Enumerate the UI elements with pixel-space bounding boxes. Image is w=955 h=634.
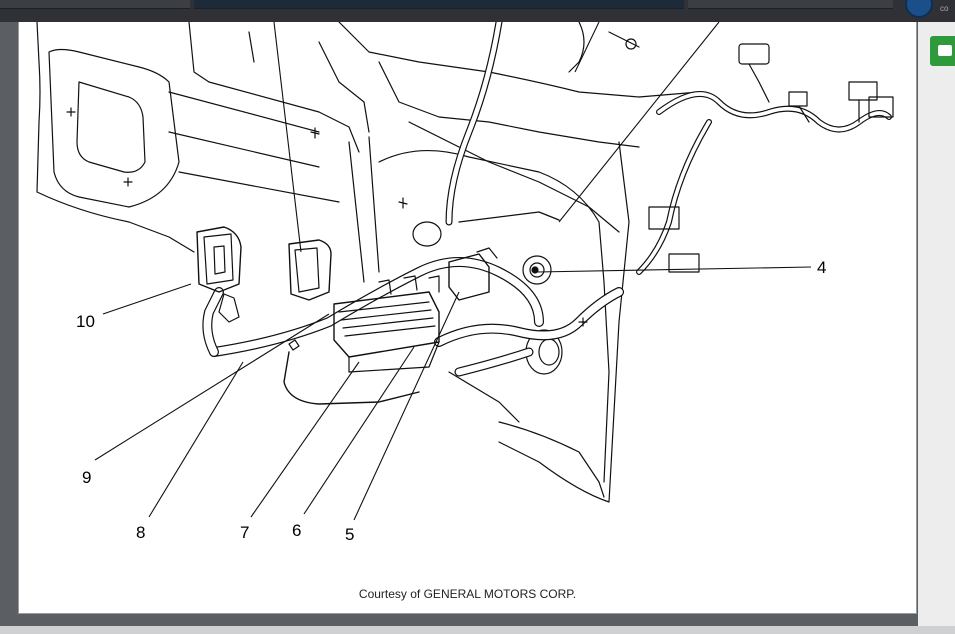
callout-10: 10 xyxy=(76,312,95,331)
callout-4: 4 xyxy=(817,258,826,277)
callout-9: 9 xyxy=(82,468,91,487)
leader-line-7 xyxy=(250,361,360,518)
print-button[interactable] xyxy=(930,36,955,66)
callout-8: 8 xyxy=(136,523,145,542)
leader-line-6 xyxy=(303,346,415,515)
browser-tab-active[interactable] xyxy=(194,0,684,9)
print-icon xyxy=(938,45,952,56)
figure-caption: Courtesy of GENERAL MOTORS CORP. xyxy=(358,587,577,601)
leader-line-5 xyxy=(353,291,460,521)
leader-line-8 xyxy=(148,361,244,518)
browser-tab[interactable] xyxy=(0,0,190,9)
wiring-harness-diagram: 4 5 6 7 8 9 10 xyxy=(36,22,894,544)
browser-tab[interactable] xyxy=(688,0,893,9)
callout-6: 6 xyxy=(292,521,301,540)
leader-line-top-1 xyxy=(273,22,302,253)
diagram-page: 4 5 6 7 8 9 10 Courtesy of GENERAL MOTOR… xyxy=(18,22,917,614)
browser-tab-strip: co xyxy=(0,0,955,22)
leader-line-4 xyxy=(536,266,812,273)
bottom-bar xyxy=(0,626,955,634)
leader-line-top-2 xyxy=(574,22,600,73)
callout-7: 7 xyxy=(240,523,249,542)
leader-line-10 xyxy=(102,283,192,315)
corner-text: co xyxy=(940,4,949,13)
help-icon[interactable] xyxy=(905,0,933,18)
callout-5: 5 xyxy=(345,525,354,544)
leader-line-top-3 xyxy=(558,22,720,223)
right-side-panel xyxy=(918,22,955,626)
leader-line-9 xyxy=(94,313,330,461)
